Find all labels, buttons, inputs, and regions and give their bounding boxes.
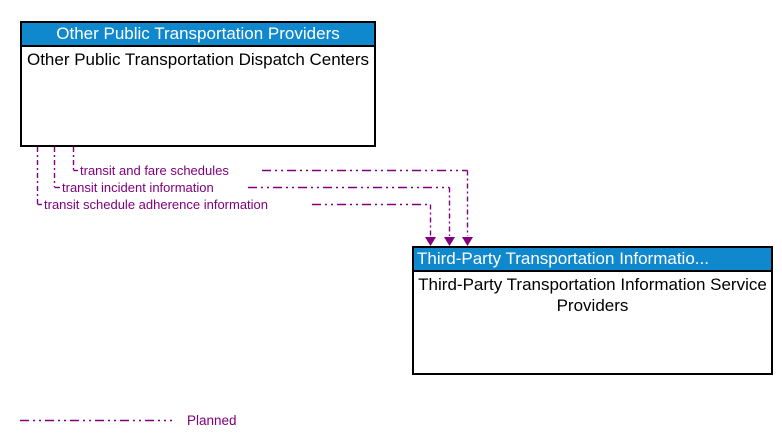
- flow-label-transit-incident-information[interactable]: transit incident information: [60, 180, 216, 195]
- flow-label-transit-and-fare-schedules[interactable]: transit and fare schedules: [78, 163, 231, 178]
- flow-label-transit-schedule-adherence-information[interactable]: transit schedule adherence information: [42, 197, 271, 212]
- flow2-arrowhead: [444, 237, 455, 246]
- entity-box-third-party-transportation[interactable]: Third-Party Transportation Informatio...…: [412, 246, 773, 375]
- legend-label-planned: Planned: [187, 413, 237, 428]
- entity-body-third-party-transportation: Third-Party Transportation Information S…: [418, 275, 767, 315]
- entity-header-other-public-transportation[interactable]: Other Public Transportation Providers: [22, 23, 374, 47]
- flow1-arrowhead: [462, 237, 473, 246]
- entity-header-third-party-transportation[interactable]: Third-Party Transportation Informatio...: [414, 248, 771, 272]
- entity-box-other-public-transportation[interactable]: Other Public Transportation Providers Ot…: [20, 21, 376, 147]
- entity-body-other-public-transportation: Other Public Transportation Dispatch Cen…: [26, 50, 370, 69]
- flow3-arrowhead: [425, 237, 436, 246]
